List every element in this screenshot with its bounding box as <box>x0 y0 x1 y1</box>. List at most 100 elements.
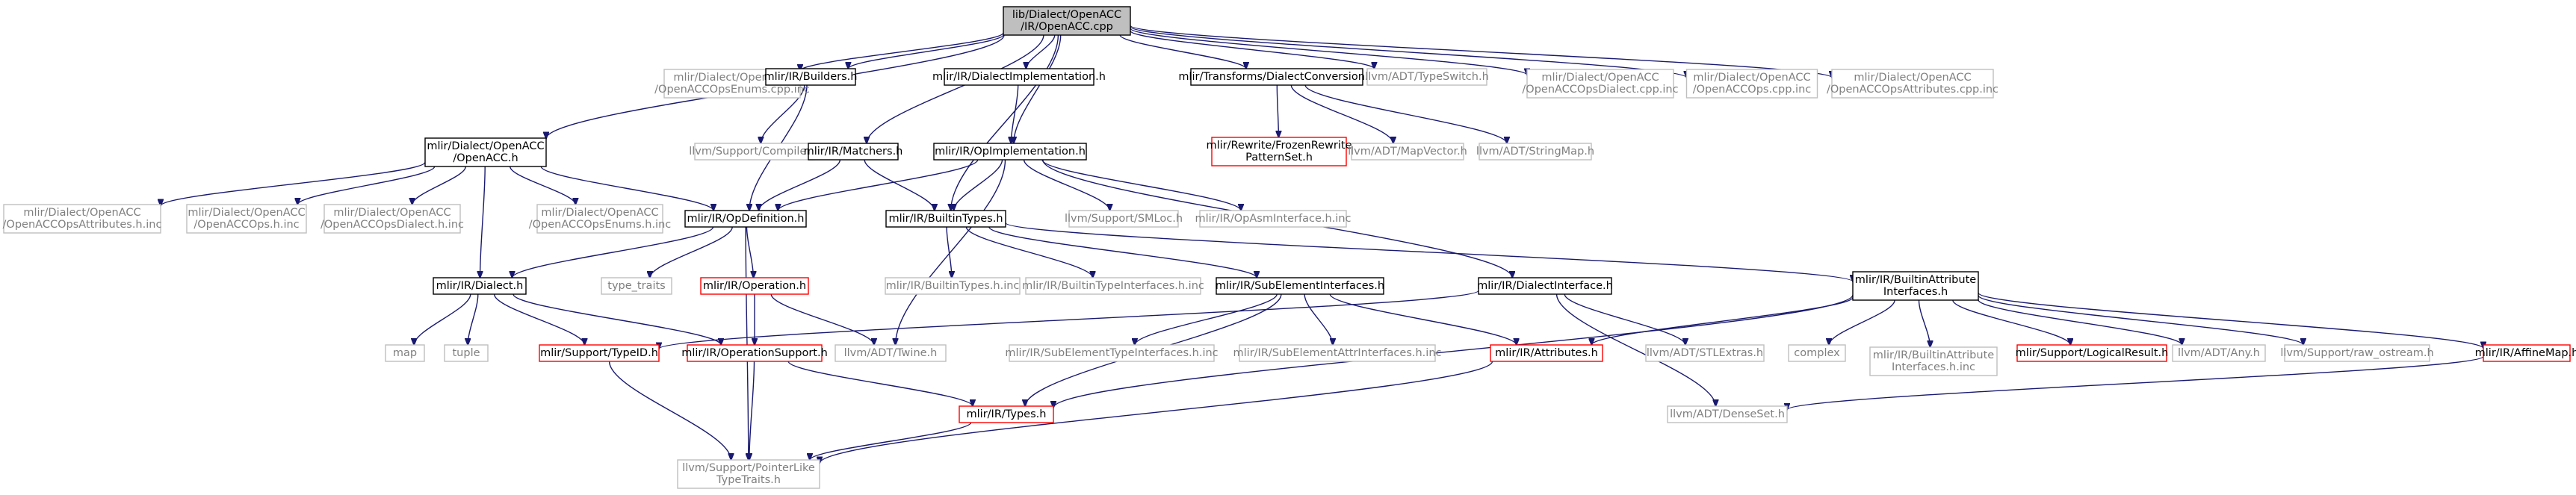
node-builders[interactable]: mlir/IR/Builders.h <box>764 68 858 86</box>
node-box <box>2284 344 2430 362</box>
node-label: /OpenACC.h <box>453 152 518 164</box>
node-logicalresult[interactable]: mlir/Support/LogicalResult.h <box>2016 344 2169 362</box>
edge-builtintypes-to-builtintypeinterfaces <box>965 226 1092 278</box>
node-types[interactable]: mlir/IR/Types.h <box>959 405 1054 423</box>
node-builtintypes[interactable]: mlir/IR/BuiltinTypes.h <box>885 210 1006 228</box>
node-box <box>933 143 1087 161</box>
node-label: mlir/Dialect/OpenACC <box>673 72 790 84</box>
node-attributes[interactable]: mlir/IR/Attributes.h <box>1490 344 1603 362</box>
node-label: mlir/IR/BuiltinTypeInterfaces.h.inc <box>1022 280 1204 292</box>
node-dialectconv[interactable]: mlir/Transforms/DialectConversion.h <box>1178 68 1375 86</box>
node-box <box>1351 143 1464 161</box>
node-dialect[interactable]: mlir/IR/Dialect.h <box>433 277 527 295</box>
edge-opimpl-to-opdef <box>778 159 979 211</box>
node-box <box>1526 69 1674 99</box>
node-tuple: tuple <box>444 344 489 362</box>
edge-openacc_h-to-opsdialect_h <box>412 166 466 205</box>
node-label: mlir/IR/Matchers.h <box>804 146 903 158</box>
edge-root-to-opsenums_cpp <box>800 32 1004 71</box>
node-label: mlir/IR/Operation.h <box>703 280 806 292</box>
node-stlextras: llvm/ADT/STLExtras.h <box>1645 344 1765 362</box>
node-label: llvm/ADT/TypeSwitch.h <box>1365 71 1489 83</box>
edge-dialectconv-to-stringmap <box>1304 84 1507 143</box>
node-label: mlir/IR/BuiltinTypes.h <box>888 213 1003 225</box>
edge-opsupport-to-types <box>787 361 973 406</box>
node-label: llvm/ADT/Any.h <box>2178 347 2260 359</box>
edge-dialect-to-tuple <box>468 293 479 345</box>
node-type_traits: type_traits <box>601 277 672 295</box>
node-root[interactable]: lib/Dialect/OpenACC/IR/OpenACC.cpp <box>1003 6 1131 36</box>
node-dialectiface[interactable]: mlir/IR/DialectInterface.h <box>1477 277 1613 295</box>
node-box <box>1490 344 1603 362</box>
node-any: llvm/ADT/Any.h <box>2172 344 2266 362</box>
node-label: mlir/IR/DialectInterface.h <box>1477 280 1613 292</box>
node-label: mlir/Dialect/OpenACC <box>1693 72 1810 84</box>
edge-builtinattriface-to-any <box>1978 299 2182 345</box>
edge-subelem-to-attributes <box>1329 293 1516 345</box>
edge-opimpl-to-builtintypes <box>954 159 1003 211</box>
node-label: llvm/ADT/STLExtras.h <box>1647 347 1763 359</box>
node-operation[interactable]: mlir/IR/Operation.h <box>700 277 809 295</box>
node-label: llvm/ADT/Twine.h <box>844 347 938 359</box>
node-box <box>944 68 1095 86</box>
edge-dialect-to-opsupport <box>513 293 721 345</box>
node-label: mlir/IR/BuiltinAttribute <box>1873 349 1994 361</box>
node-box <box>1667 405 1788 423</box>
node-box <box>1478 277 1612 295</box>
node-opimpl[interactable]: mlir/IR/OpImplementation.h <box>933 143 1087 161</box>
edge-root-to-matchers <box>867 34 1044 143</box>
edge-dialectconv-to-mapvector <box>1290 84 1393 143</box>
node-box <box>1068 210 1179 228</box>
node-label: Interfaces.h <box>1883 286 1948 298</box>
node-box <box>1009 344 1215 362</box>
node-box <box>1199 210 1347 228</box>
node-box <box>684 210 807 228</box>
node-builtintypeinterfaces: mlir/IR/BuiltinTypeInterfaces.h.inc <box>1022 277 1204 295</box>
node-smloc: llvm/Support/SMLoc.h <box>1065 210 1183 228</box>
edge-builtinattriface-to-logicalresult <box>1952 299 2070 345</box>
node-label: TypeTraits.h <box>716 474 781 486</box>
node-label: /OpenACCOps.cpp.inc <box>1693 84 1812 96</box>
node-opasm: mlir/IR/OpAsmInterface.h.inc <box>1195 210 1352 228</box>
node-label: llvm/ADT/StringMap.h <box>1476 146 1594 158</box>
node-dialectimpl[interactable]: mlir/IR/DialectImplementation.h <box>932 68 1106 86</box>
node-label: mlir/Dialect/OpenACC <box>1541 72 1659 84</box>
node-typeid[interactable]: mlir/Support/TypeID.h <box>539 344 660 362</box>
edge-opimpl-to-opasm <box>1041 159 1241 211</box>
node-label: mlir/IR/BuiltinAttribute <box>1855 274 1976 286</box>
edge-root-to-typeswitch <box>1130 30 1374 69</box>
edge-builtinattriface-to-raw_ostream <box>1978 295 2303 345</box>
node-typeswitch: llvm/ADT/TypeSwitch.h <box>1365 68 1489 86</box>
edge-dialectiface-to-typeid <box>659 290 1479 349</box>
node-opsdialect_cpp: mlir/Dialect/OpenACC/OpenACCOpsDialect.c… <box>1522 69 1679 99</box>
node-opsupport[interactable]: mlir/IR/OperationSupport.h <box>681 344 828 362</box>
node-box <box>1831 69 1994 99</box>
node-opdef[interactable]: mlir/IR/OpDefinition.h <box>684 210 807 228</box>
node-ops_cpp: mlir/Dialect/OpenACC/OpenACCOps.cpp.inc <box>1685 69 1818 99</box>
node-box <box>1645 344 1765 362</box>
node-box <box>2172 344 2266 362</box>
node-box <box>885 277 1021 295</box>
node-label: /OpenACCOpsAttributes.h.inc <box>3 219 162 231</box>
node-box <box>444 344 489 362</box>
edge-dialectiface-to-stlextras <box>1564 293 1685 345</box>
node-box <box>536 204 663 234</box>
node-label: complex <box>1794 347 1840 359</box>
edge-affinemap-to-denseset <box>1787 355 2484 410</box>
node-box <box>765 68 856 86</box>
node-box <box>385 344 425 362</box>
node-compiler: llvm/Support/Compiler.h <box>689 143 820 161</box>
node-twine: llvm/ADT/Twine.h <box>835 344 947 362</box>
node-affinemap[interactable]: mlir/IR/AffineMap.h <box>2475 344 2576 362</box>
node-subelem[interactable]: mlir/IR/SubElementInterfaces.h <box>1216 277 1384 295</box>
node-openacc_h[interactable]: mlir/Dialect/OpenACC/OpenACC.h <box>424 137 547 167</box>
node-box <box>1869 346 1998 376</box>
node-label: mlir/Dialect/OpenACC <box>427 140 544 152</box>
node-matchers[interactable]: mlir/IR/Matchers.h <box>804 143 903 161</box>
node-box <box>3 204 161 234</box>
node-label: mlir/IR/AffineMap.h <box>2475 347 2576 359</box>
edge-root-to-opsdialect_cpp <box>1130 28 1527 75</box>
